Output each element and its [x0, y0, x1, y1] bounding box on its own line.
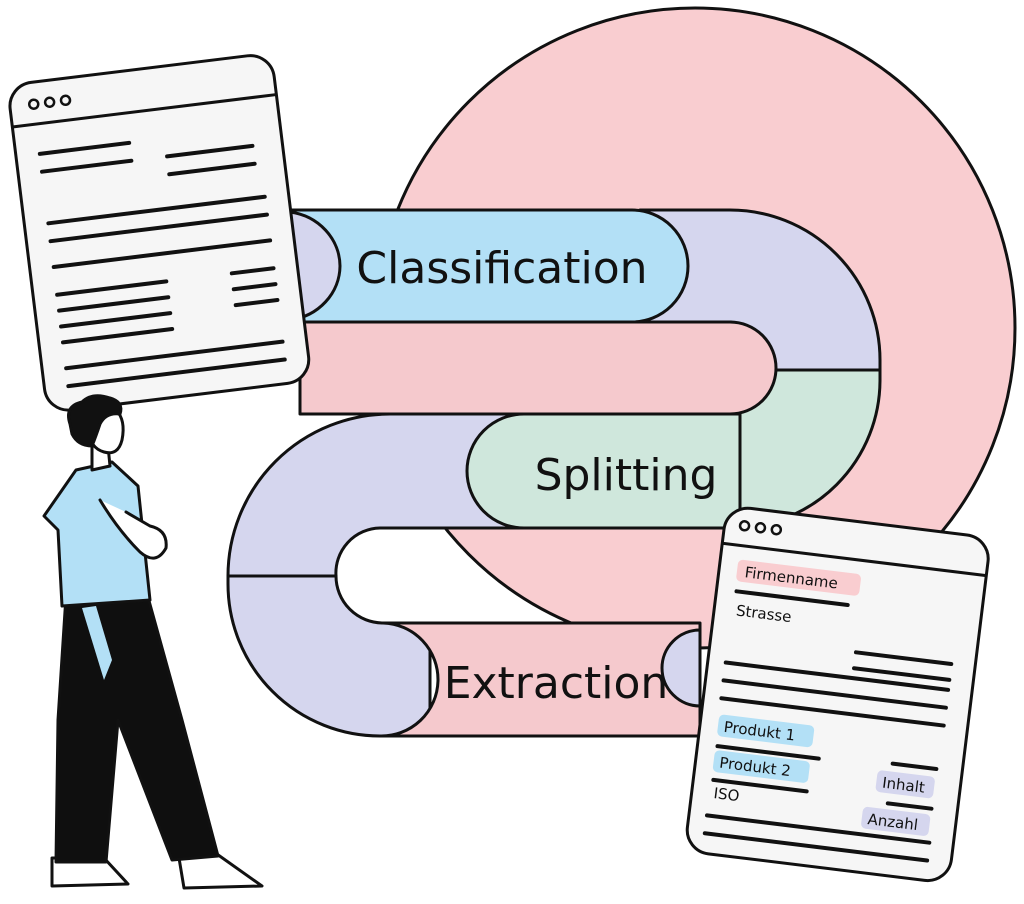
source-document	[8, 54, 311, 412]
stage-label-classification: Classification	[356, 243, 647, 294]
extracted-document: Firmenname Strasse Produkt 1 Produkt 2 I…	[685, 506, 990, 883]
three-dots-icon	[27, 94, 72, 110]
field-highlight-product2	[712, 750, 810, 783]
stage-label-splitting: Splitting	[535, 450, 718, 501]
arm	[98, 498, 168, 560]
classification-cap	[288, 210, 342, 322]
field-highlight-company	[736, 559, 861, 596]
stage-label-extraction: Extraction	[444, 658, 669, 709]
document-frame	[8, 54, 311, 412]
field-highlight-product1	[717, 714, 815, 748]
splitting-pill	[465, 412, 742, 530]
field-highlight-quantity	[861, 806, 931, 836]
classification-pill	[268, 208, 690, 324]
extraction-cap	[660, 628, 702, 708]
shirt	[42, 460, 152, 608]
three-dots-icon	[738, 520, 783, 536]
extraction-track	[378, 621, 702, 738]
hair	[67, 394, 123, 448]
pants	[54, 588, 220, 864]
field-iso: ISO	[713, 784, 741, 805]
document-text-lines	[702, 650, 954, 863]
field-highlight-content	[875, 770, 935, 799]
field-content: Inhalt	[881, 774, 926, 797]
person-figure	[42, 394, 264, 890]
left-bend-upper	[226, 412, 522, 578]
pink-strip-upper	[298, 320, 778, 416]
pipeline-path	[226, 208, 882, 738]
document-text-lines	[37, 140, 287, 389]
left-bend-lower	[226, 574, 432, 738]
